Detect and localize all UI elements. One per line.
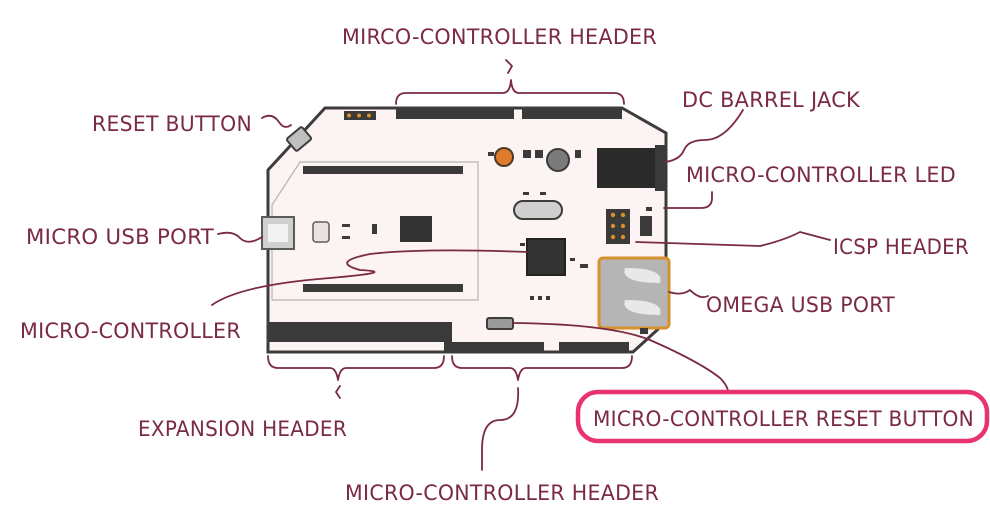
label-mc-led: MICRO-CONTROLLER LED <box>686 163 956 187</box>
mc-reset-button-component <box>486 317 514 330</box>
dc-barrel-jack-component <box>597 148 661 188</box>
highlight-box <box>575 389 990 444</box>
reset-button-component <box>286 126 312 152</box>
leader-lines <box>211 59 831 471</box>
label-dc-barrel-jack: DC BARREL JACK <box>682 88 861 112</box>
icsp-header-component <box>606 209 630 244</box>
label-reset-button: RESET BUTTON <box>92 112 252 136</box>
label-microcontroller: MICRO-CONTROLLER <box>20 319 241 343</box>
label-bottom-header: MICRO-CONTROLLER HEADER <box>345 481 659 505</box>
label-mc-reset-button: MICRO-CONTROLLER RESET BUTTON <box>593 407 974 431</box>
orange-capacitor <box>494 147 514 167</box>
microcontroller-chip <box>526 238 566 276</box>
bottom-header-pins-b <box>559 342 629 352</box>
label-micro-usb: MICRO USB PORT <box>26 225 214 249</box>
bottom-header-pins-a <box>444 342 544 352</box>
omega-header-bottom <box>303 284 463 292</box>
label-icsp-header: ICSP HEADER <box>833 235 969 259</box>
crystal <box>513 200 563 220</box>
top-header-pins <box>344 109 622 120</box>
arduino-dock-board <box>261 106 671 354</box>
expansion-header-component <box>268 322 452 342</box>
label-omega-usb: OMEGA USB PORT <box>706 293 895 317</box>
label-expansion-header: EXPANSION HEADER <box>138 417 347 441</box>
omega-header-top <box>303 166 463 174</box>
label-top-header: MIRCO-CONTROLLER HEADER <box>342 25 657 49</box>
usb-chip <box>400 216 432 242</box>
